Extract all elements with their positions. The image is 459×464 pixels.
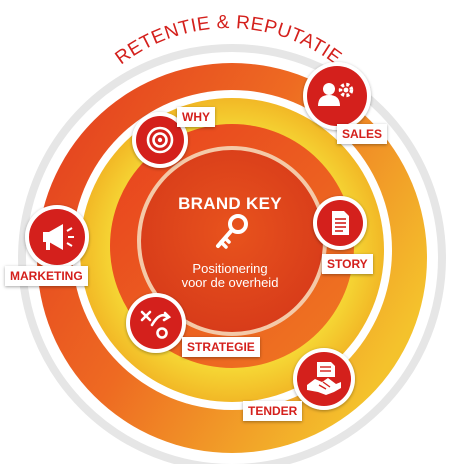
story-node [313, 196, 367, 250]
sales-label: SALES [337, 124, 388, 144]
strategie-label: STRATEGIE [182, 337, 260, 357]
marketing-label: MARKETING [5, 266, 88, 286]
center-subtitle: Positionering voor de overheid [150, 262, 310, 290]
center-subtitle-line2: voor de overheid [181, 275, 279, 290]
sales-node [303, 62, 371, 130]
story-label: STORY [322, 254, 373, 274]
target-icon [146, 126, 174, 154]
handshake-document-icon [307, 362, 341, 395]
center-subtitle-line1: Positionering [192, 261, 268, 276]
outer-grey-ring [18, 44, 446, 464]
tactics-play-icon [140, 310, 172, 339]
why-node [132, 112, 188, 168]
center-title: BRAND KEY [178, 194, 282, 213]
tender-label: TENDER [243, 401, 303, 421]
megaphone-icon [43, 224, 74, 250]
people-gear-icon [318, 82, 354, 106]
marketing-node [25, 205, 89, 269]
center-disc [141, 150, 323, 332]
tender-node [293, 348, 355, 410]
document-icon [332, 211, 349, 235]
key-icon [216, 214, 248, 249]
strategie-node [126, 293, 186, 353]
why-label: WHY [177, 107, 215, 127]
